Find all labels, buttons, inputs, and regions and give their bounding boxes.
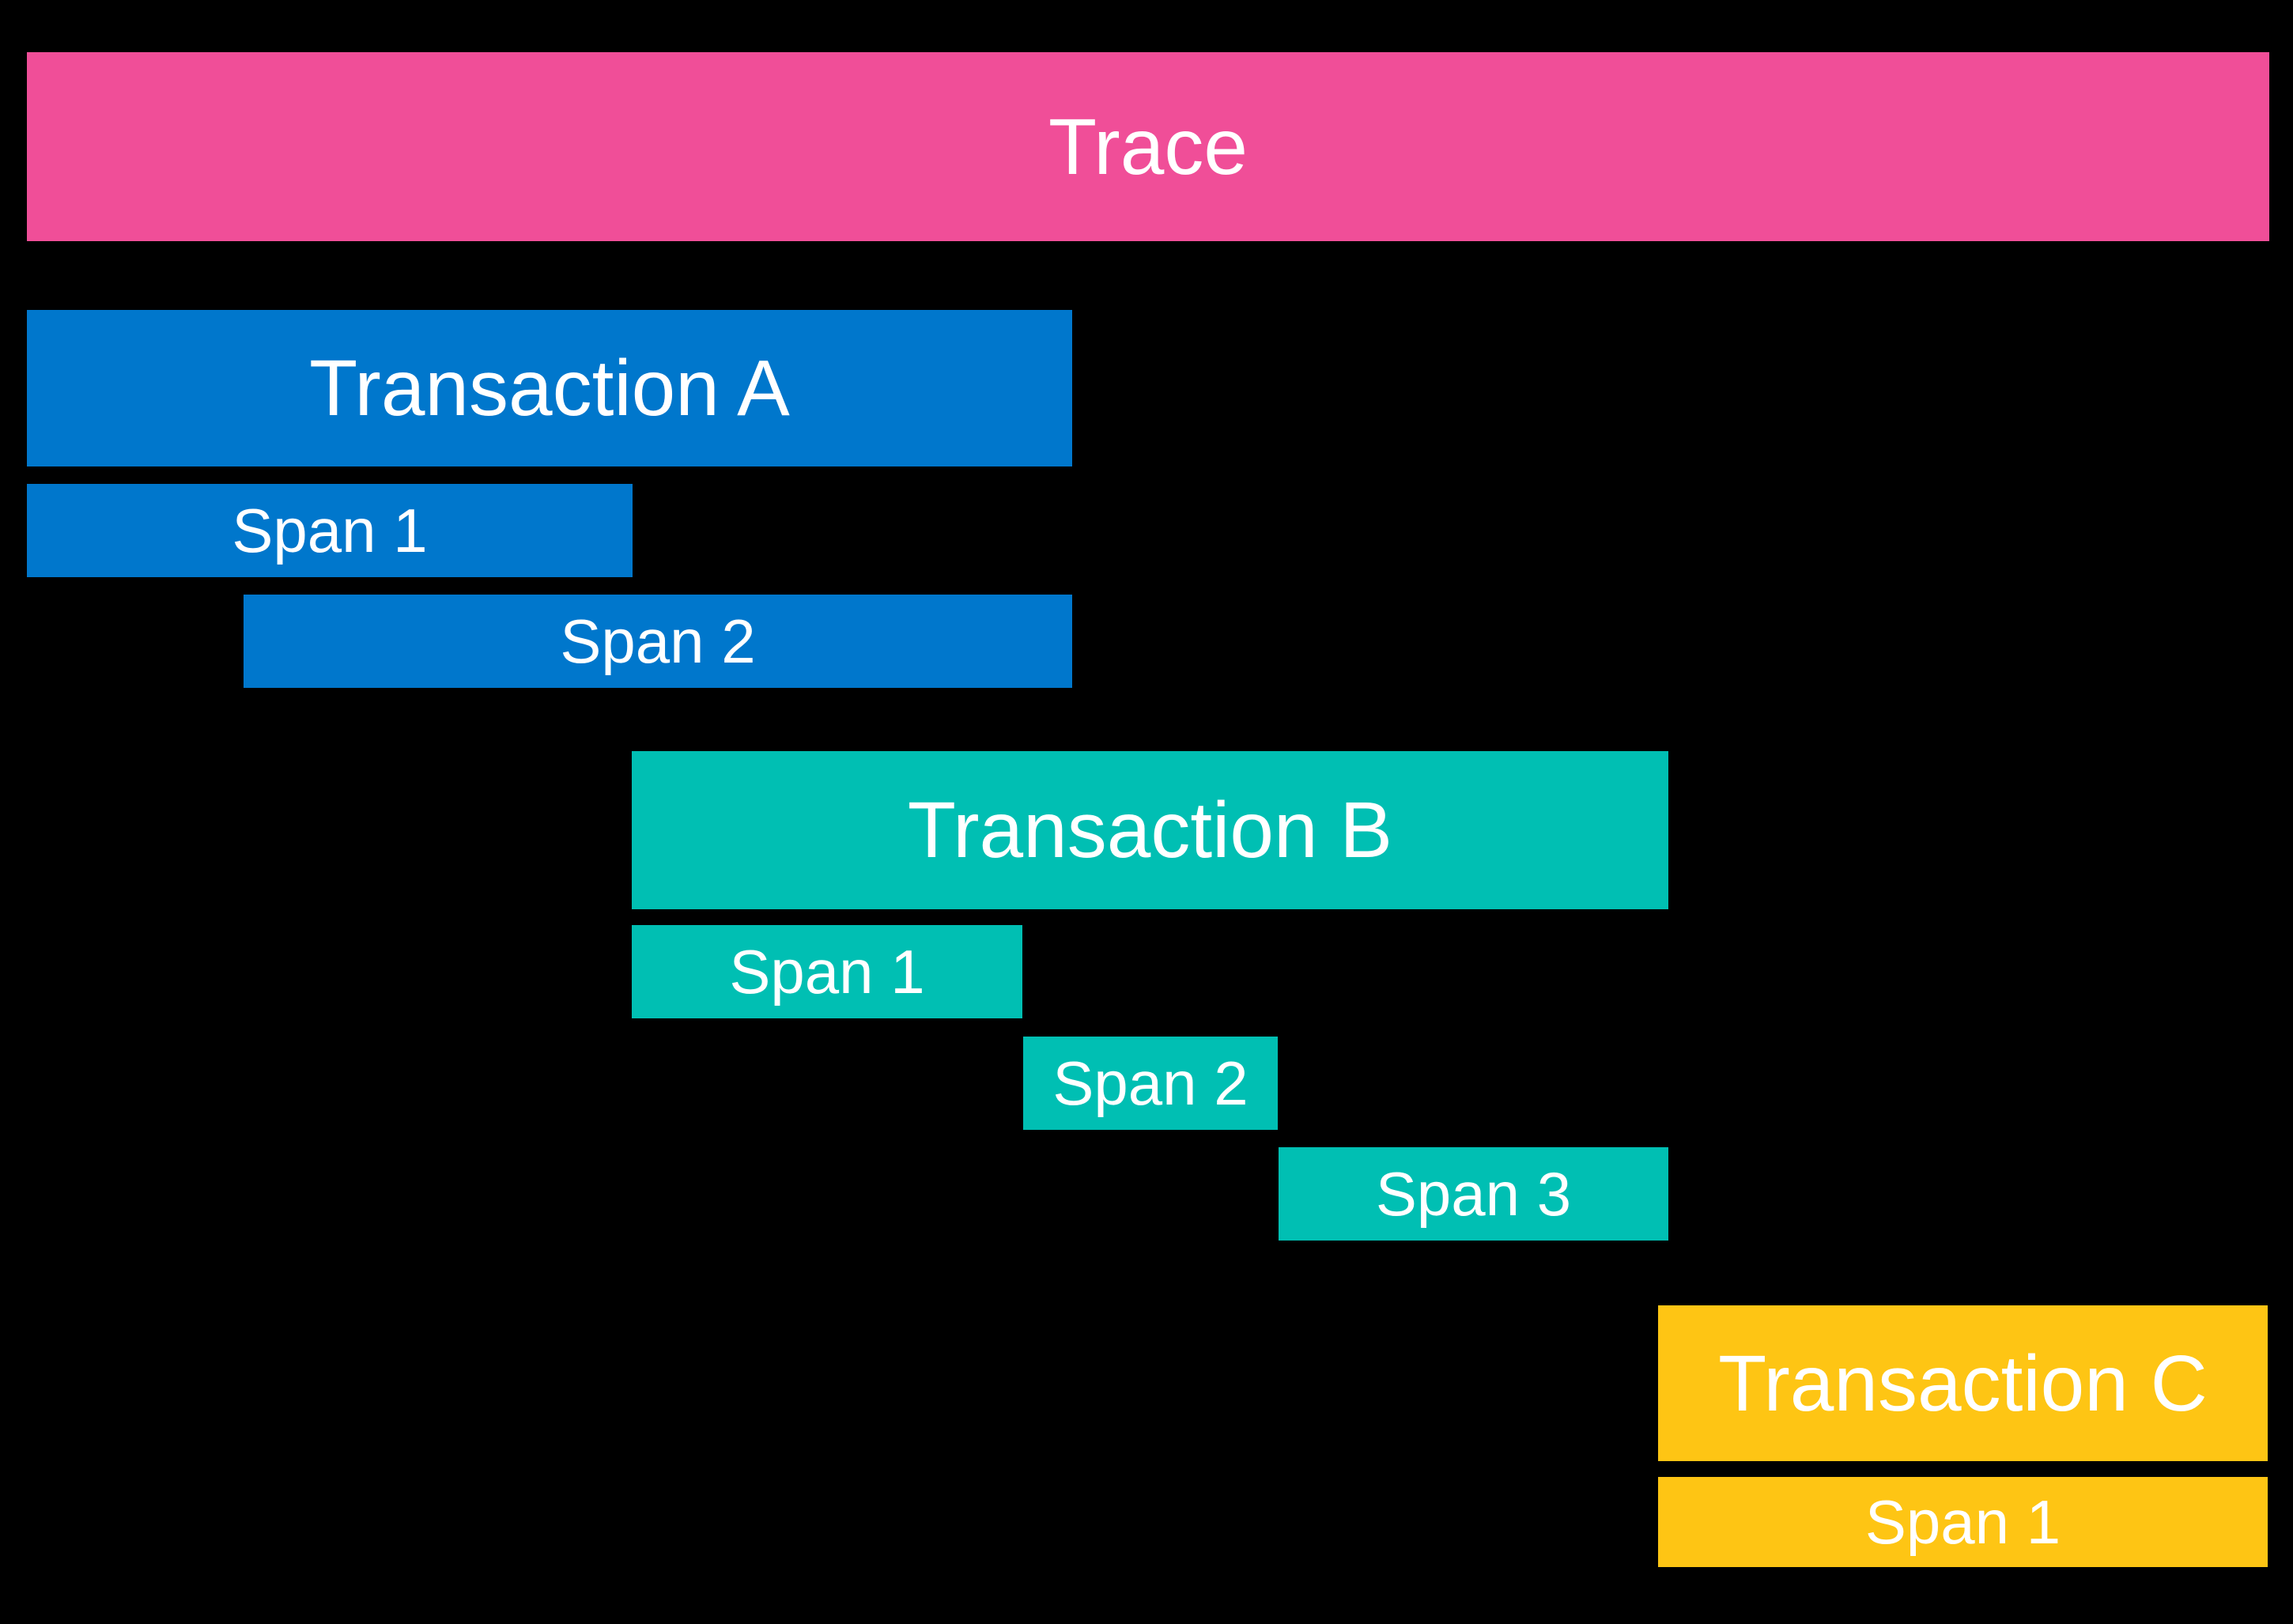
transaction-b-span-2-label: Span 2 [1052,1048,1248,1118]
transaction-b-label: Transaction B [907,786,1393,874]
transaction-b-span-2-bar: Span 2 [1023,1037,1278,1130]
transaction-a-span-2-label: Span 2 [560,606,756,676]
transaction-a-span-1-label: Span 1 [232,496,428,565]
transaction-a-bar: Transaction A [27,310,1072,466]
transaction-c-span-1-label: Span 1 [1864,1487,2061,1557]
transaction-a-label: Transaction A [309,344,790,432]
transaction-c-span-1-bar: Span 1 [1658,1477,2268,1567]
transaction-a-span-1-bar: Span 1 [27,484,633,577]
transaction-c-label: Transaction C [1718,1339,2208,1428]
transaction-b-span-3-bar: Span 3 [1279,1147,1668,1241]
trace-label: Trace [1048,102,1248,191]
transaction-b-span-1-bar: Span 1 [632,925,1022,1018]
transaction-b-span-1-label: Span 1 [729,937,925,1007]
transaction-a-span-2-bar: Span 2 [244,595,1072,688]
trace-bar: Trace [27,52,2269,241]
transaction-b-bar: Transaction B [632,751,1668,909]
transaction-b-span-3-label: Span 3 [1375,1159,1572,1229]
transaction-c-bar: Transaction C [1658,1305,2268,1461]
